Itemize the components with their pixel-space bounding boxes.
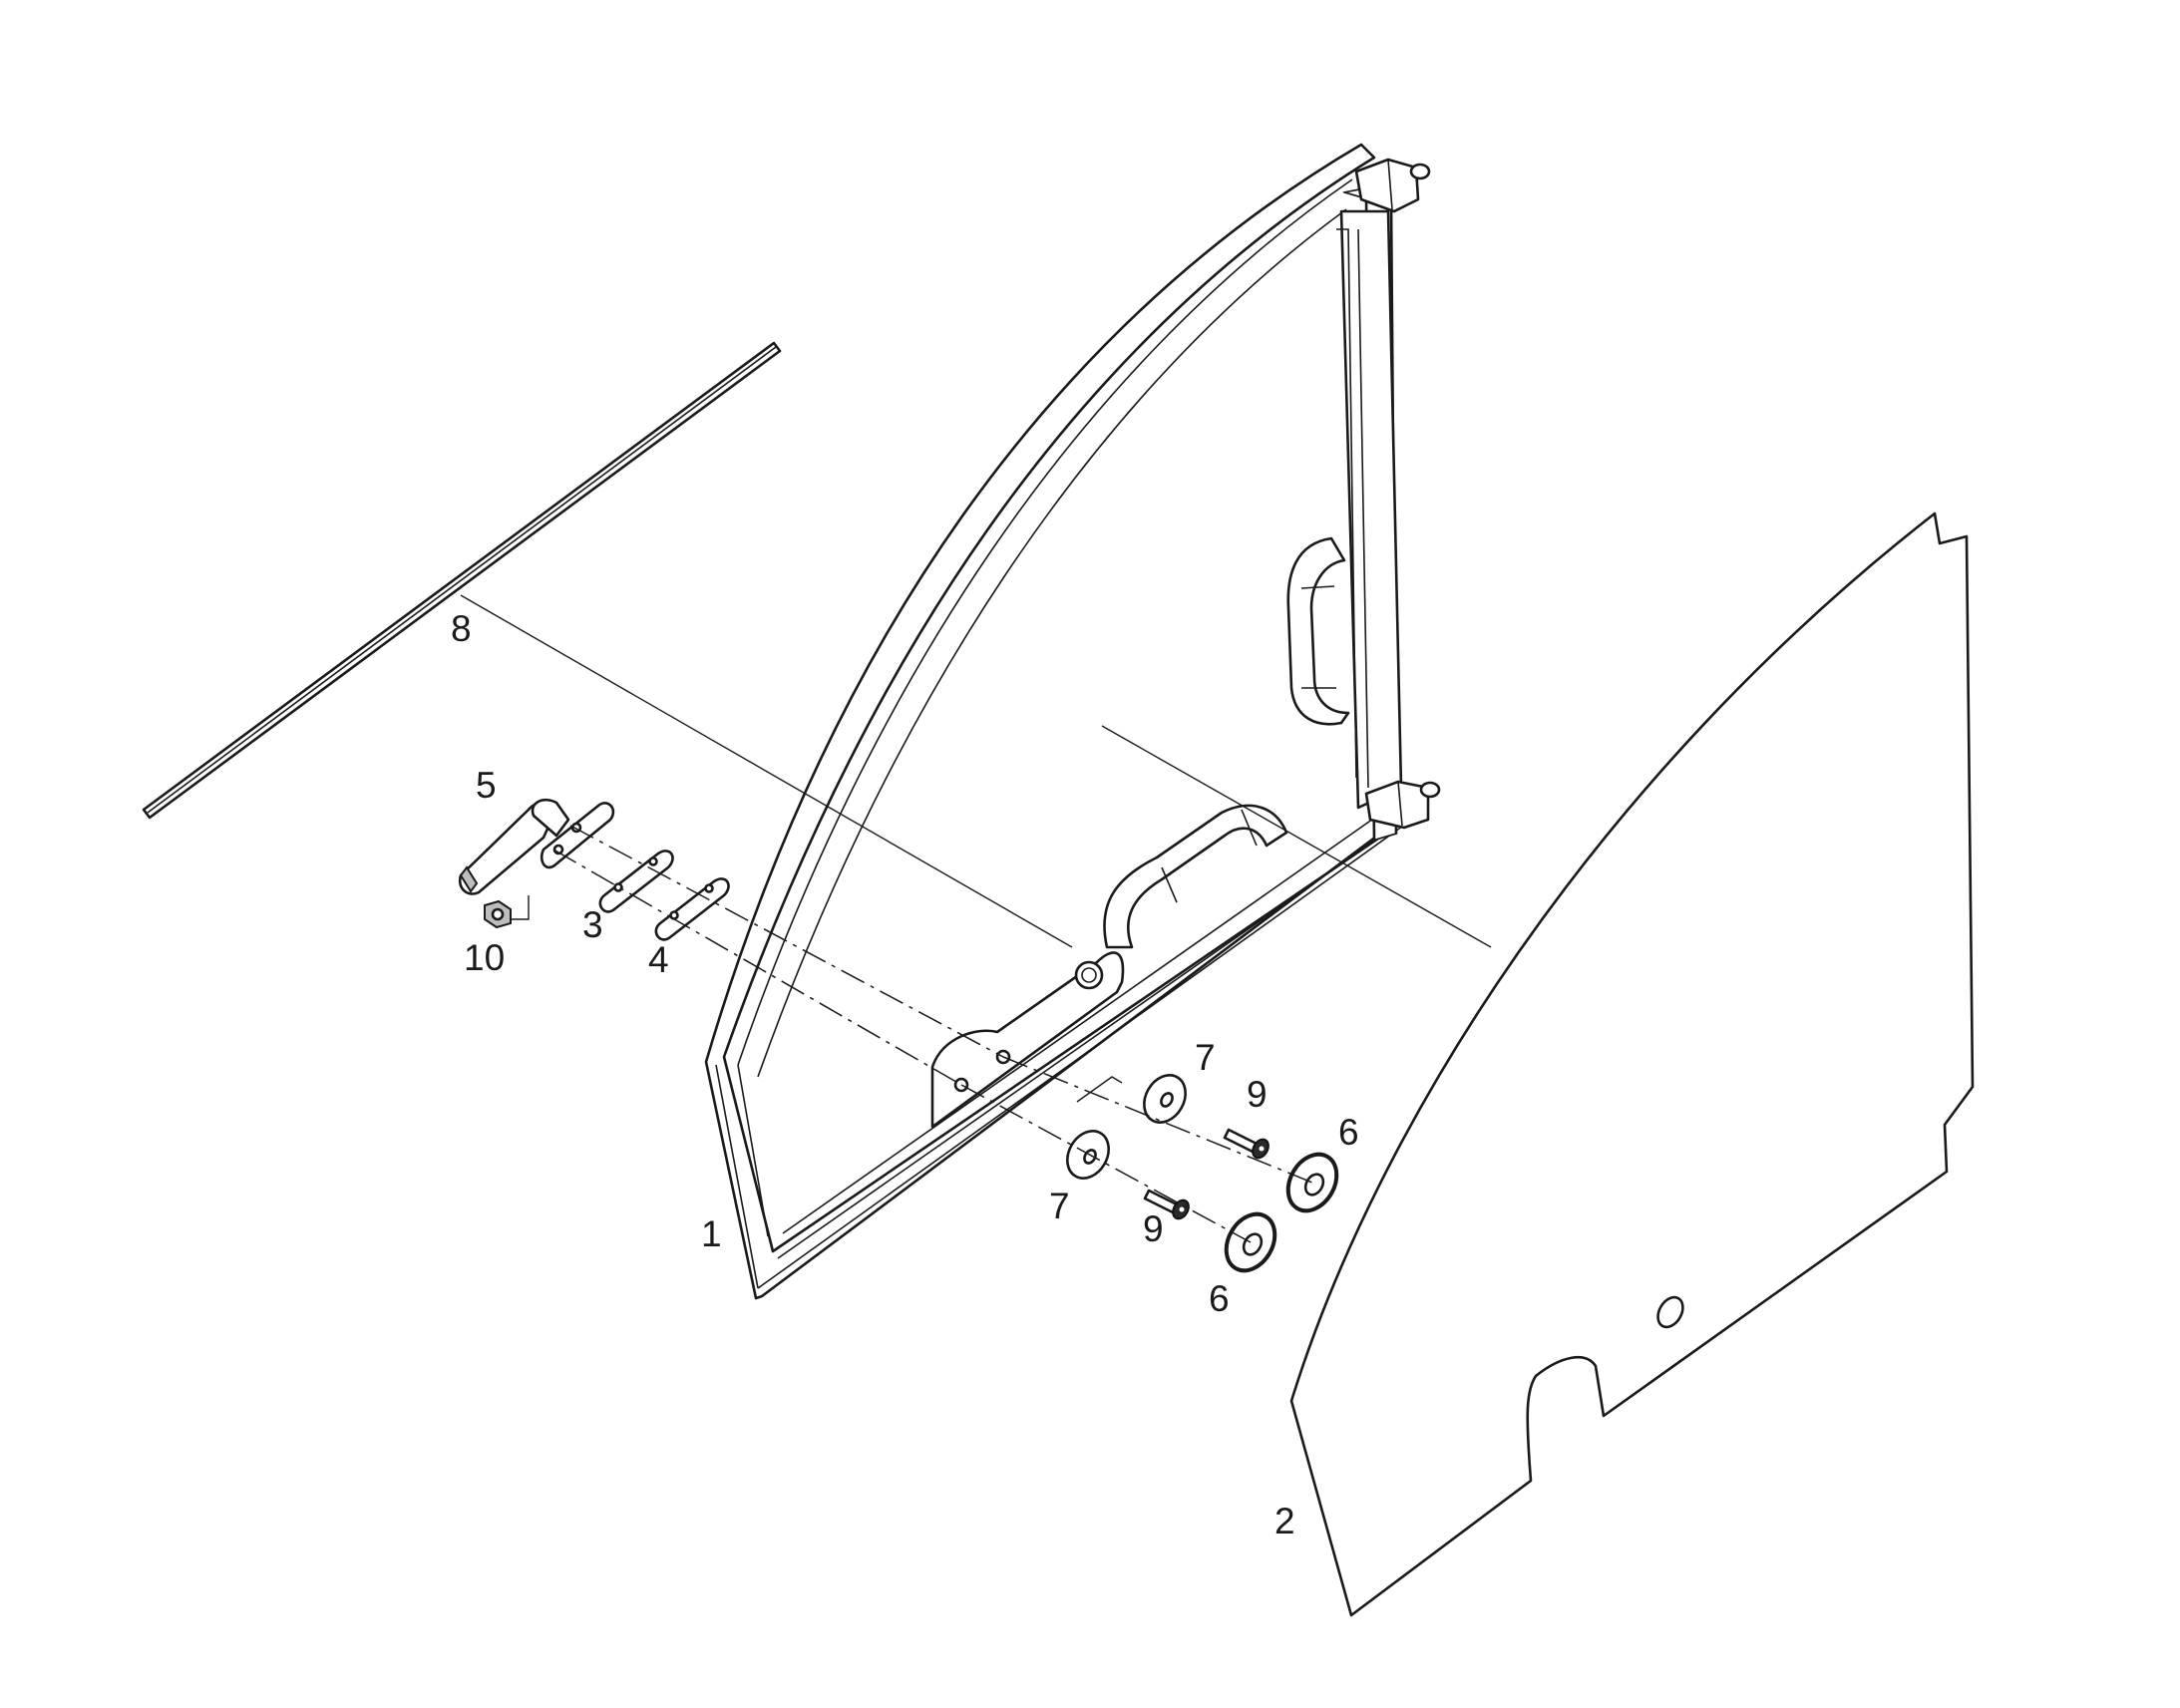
screw-9-upper (1223, 1128, 1270, 1160)
label-5: 5 (476, 765, 497, 806)
nut (484, 899, 512, 929)
label-8: 8 (451, 608, 472, 649)
label-10: 10 (464, 937, 505, 978)
door-frame (704, 143, 1441, 1300)
label-9b: 9 (1143, 1208, 1164, 1249)
grommet-6-upper (1285, 1152, 1339, 1213)
label-7b: 7 (1049, 1186, 1070, 1226)
label-4: 4 (648, 939, 669, 980)
washer-7-upper (1143, 1074, 1187, 1124)
callout-labels: 1 2 3 4 5 6 6 7 7 8 9 9 10 (451, 608, 1359, 1541)
label-1: 1 (701, 1213, 722, 1254)
screw-9-lower (1143, 1189, 1190, 1220)
seal-strip (142, 341, 782, 820)
latch-handle (458, 798, 615, 895)
label-2: 2 (1274, 1501, 1295, 1541)
plate-4 (654, 877, 730, 941)
label-3: 3 (582, 904, 603, 945)
glass-panel (1289, 512, 1975, 1617)
label-6b: 6 (1209, 1278, 1230, 1319)
leader-lines (460, 594, 1492, 1103)
label-9a: 9 (1247, 1074, 1268, 1115)
assembly-centerlines (552, 825, 1313, 1243)
plate-3 (598, 850, 674, 913)
label-6a: 6 (1338, 1112, 1359, 1153)
label-7a: 7 (1195, 1037, 1216, 1078)
